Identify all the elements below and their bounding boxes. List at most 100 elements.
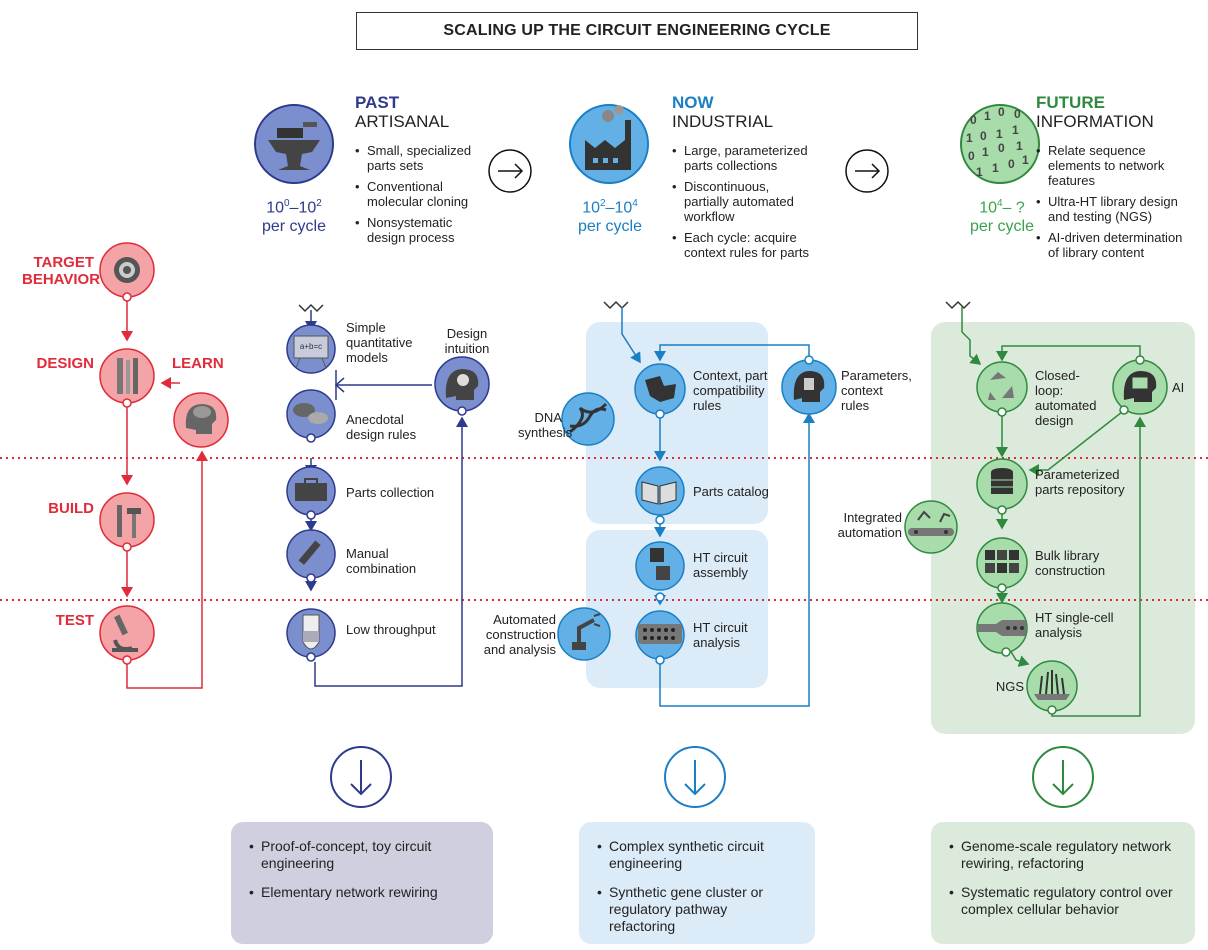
now-label-context: Context, part compatibility rules xyxy=(693,368,768,413)
future-label-integrated: Integrated automation xyxy=(837,510,902,540)
era-arrow-2 xyxy=(845,149,889,193)
now-node-dna xyxy=(561,392,615,446)
now-outcome-box: Complex synthetic circuit engineering Sy… xyxy=(579,822,815,944)
future-label-singlecell: HT single-cell analysis xyxy=(1035,610,1114,640)
svg-text:0: 0 xyxy=(998,141,1005,155)
now-node-analysis xyxy=(635,610,685,665)
future-node-repo xyxy=(976,458,1028,515)
cycle-lines xyxy=(121,300,208,689)
future-header: FUTURE INFORMATION xyxy=(1036,94,1186,132)
future-bullets: Relate sequence elements to network feat… xyxy=(1036,143,1196,266)
now-node-automated xyxy=(557,607,611,661)
future-rate: 104– ? per cycle xyxy=(969,198,1035,236)
target-icon xyxy=(99,242,155,302)
future-label-bulk: Bulk library construction xyxy=(1035,548,1106,578)
svg-text:0: 0 xyxy=(970,113,977,127)
past-node-anecdotal xyxy=(286,389,336,443)
past-bullet-2: Conventional molecular cloning xyxy=(355,179,490,209)
stage-target-behavior: TARGET BEHAVIOR xyxy=(22,254,101,288)
future-title: FUTURE xyxy=(1036,93,1105,112)
stage-design: DESIGN xyxy=(36,355,94,372)
svg-text:1: 1 xyxy=(966,131,973,145)
now-label-catalog: Parts catalog xyxy=(693,484,769,499)
test-icon xyxy=(99,605,155,665)
stage-learn: LEARN xyxy=(172,355,224,372)
past-title: PAST xyxy=(355,93,400,112)
down-arrow-past xyxy=(330,746,392,808)
now-label-params: Parameters, context rules xyxy=(841,368,912,413)
past-outcome-box: Proof-of-concept, toy circuit engineerin… xyxy=(231,822,493,944)
past-node-manual xyxy=(286,529,336,583)
stage-build: BUILD xyxy=(48,500,94,517)
build-icon xyxy=(99,492,155,552)
past-label-manual: Manual combination xyxy=(346,546,417,576)
era-arrow-1 xyxy=(488,149,532,193)
now-node-params xyxy=(781,355,837,415)
future-bullet-3: AI-driven determination of library conte… xyxy=(1036,230,1196,260)
past-label-intuition: Design intuition xyxy=(444,326,490,356)
past-label-models: Simple quantitative models xyxy=(346,320,413,365)
future-bullet-2: Ultra-HT library design and testing (NGS… xyxy=(1036,194,1196,224)
svg-text:0: 0 xyxy=(980,129,987,143)
design-icon xyxy=(99,348,155,408)
learn-icon xyxy=(173,392,229,448)
past-bullet-3: Nonsystematic design process xyxy=(355,215,490,245)
future-label-ai: AI xyxy=(1172,380,1185,395)
now-title: NOW xyxy=(672,93,714,112)
now-bullet-2: Discontinuous, partially automated workf… xyxy=(672,179,814,224)
past-rate: 100–102 per cycle xyxy=(261,198,327,236)
future-node-integrated xyxy=(904,500,958,554)
svg-text:1: 1 xyxy=(996,127,1003,141)
past-label-parts: Parts collection xyxy=(346,485,435,500)
now-node-catalog xyxy=(635,466,685,525)
now-bullets: Large, parameterized parts collections D… xyxy=(672,143,814,266)
past-era-icon xyxy=(254,104,334,184)
past-header: PAST ARTISANAL xyxy=(355,94,495,132)
now-label-analysis: HT circuit analysis xyxy=(693,620,748,650)
svg-text:0: 0 xyxy=(998,105,1005,119)
now-bullet-3: Each cycle: acquire context rules for pa… xyxy=(672,230,814,260)
now-outcome-1: Complex synthetic circuit engineering xyxy=(597,838,797,872)
svg-text:0: 0 xyxy=(968,149,975,163)
now-bullet-1: Large, parameterized parts collections xyxy=(672,143,814,173)
now-label-dna: DNA synthesis xyxy=(518,410,573,440)
future-node-ai xyxy=(1112,355,1168,415)
svg-text:1: 1 xyxy=(1012,123,1019,137)
now-node-assembly xyxy=(635,541,685,602)
svg-text:1: 1 xyxy=(1022,153,1029,167)
svg-text:1: 1 xyxy=(1016,139,1023,153)
now-subtitle: INDUSTRIAL xyxy=(672,112,774,131)
past-bullets: Small, specialized parts sets Convention… xyxy=(355,143,490,251)
svg-text:1: 1 xyxy=(984,109,991,123)
future-outcome-box: Genome-scale regulatory network rewiring… xyxy=(931,822,1195,944)
past-node-parts xyxy=(286,466,336,520)
future-subtitle: INFORMATION xyxy=(1036,112,1154,131)
past-node-models xyxy=(286,324,336,374)
past-subtitle: ARTISANAL xyxy=(355,112,450,131)
down-arrow-future xyxy=(1032,746,1094,808)
past-node-intuition xyxy=(434,356,490,416)
now-outcome-2: Synthetic gene cluster or regulatory pat… xyxy=(597,884,797,935)
future-label-ngs: NGS xyxy=(995,679,1024,694)
now-flow-lines xyxy=(603,300,815,707)
past-outcome-2: Elementary network rewiring xyxy=(249,884,475,901)
future-label-closed: Closed-loop: automated design xyxy=(1035,368,1097,428)
stage-test: TEST xyxy=(55,612,94,629)
past-label-low: Low throughput xyxy=(346,622,436,637)
diagram-title: SCALING UP THE CIRCUIT ENGINEERING CYCLE xyxy=(356,12,918,50)
future-outcome-2: Systematic regulatory control over compl… xyxy=(949,884,1177,918)
now-node-context xyxy=(634,363,686,419)
down-arrow-now xyxy=(664,746,726,808)
svg-text:1: 1 xyxy=(976,165,983,179)
past-models-icon-text: a+b=c xyxy=(299,342,323,351)
now-label-automated: Automated construction and analysis xyxy=(483,612,556,657)
svg-text:1: 1 xyxy=(992,161,999,175)
future-node-ngs xyxy=(1026,660,1078,715)
future-flow-lines xyxy=(945,300,1146,717)
svg-text:0: 0 xyxy=(1008,157,1015,171)
past-label-anecdotal: Anecdotal design rules xyxy=(346,412,417,442)
now-rate: 102–104 per cycle xyxy=(577,198,643,236)
future-node-singlecell xyxy=(976,602,1028,657)
